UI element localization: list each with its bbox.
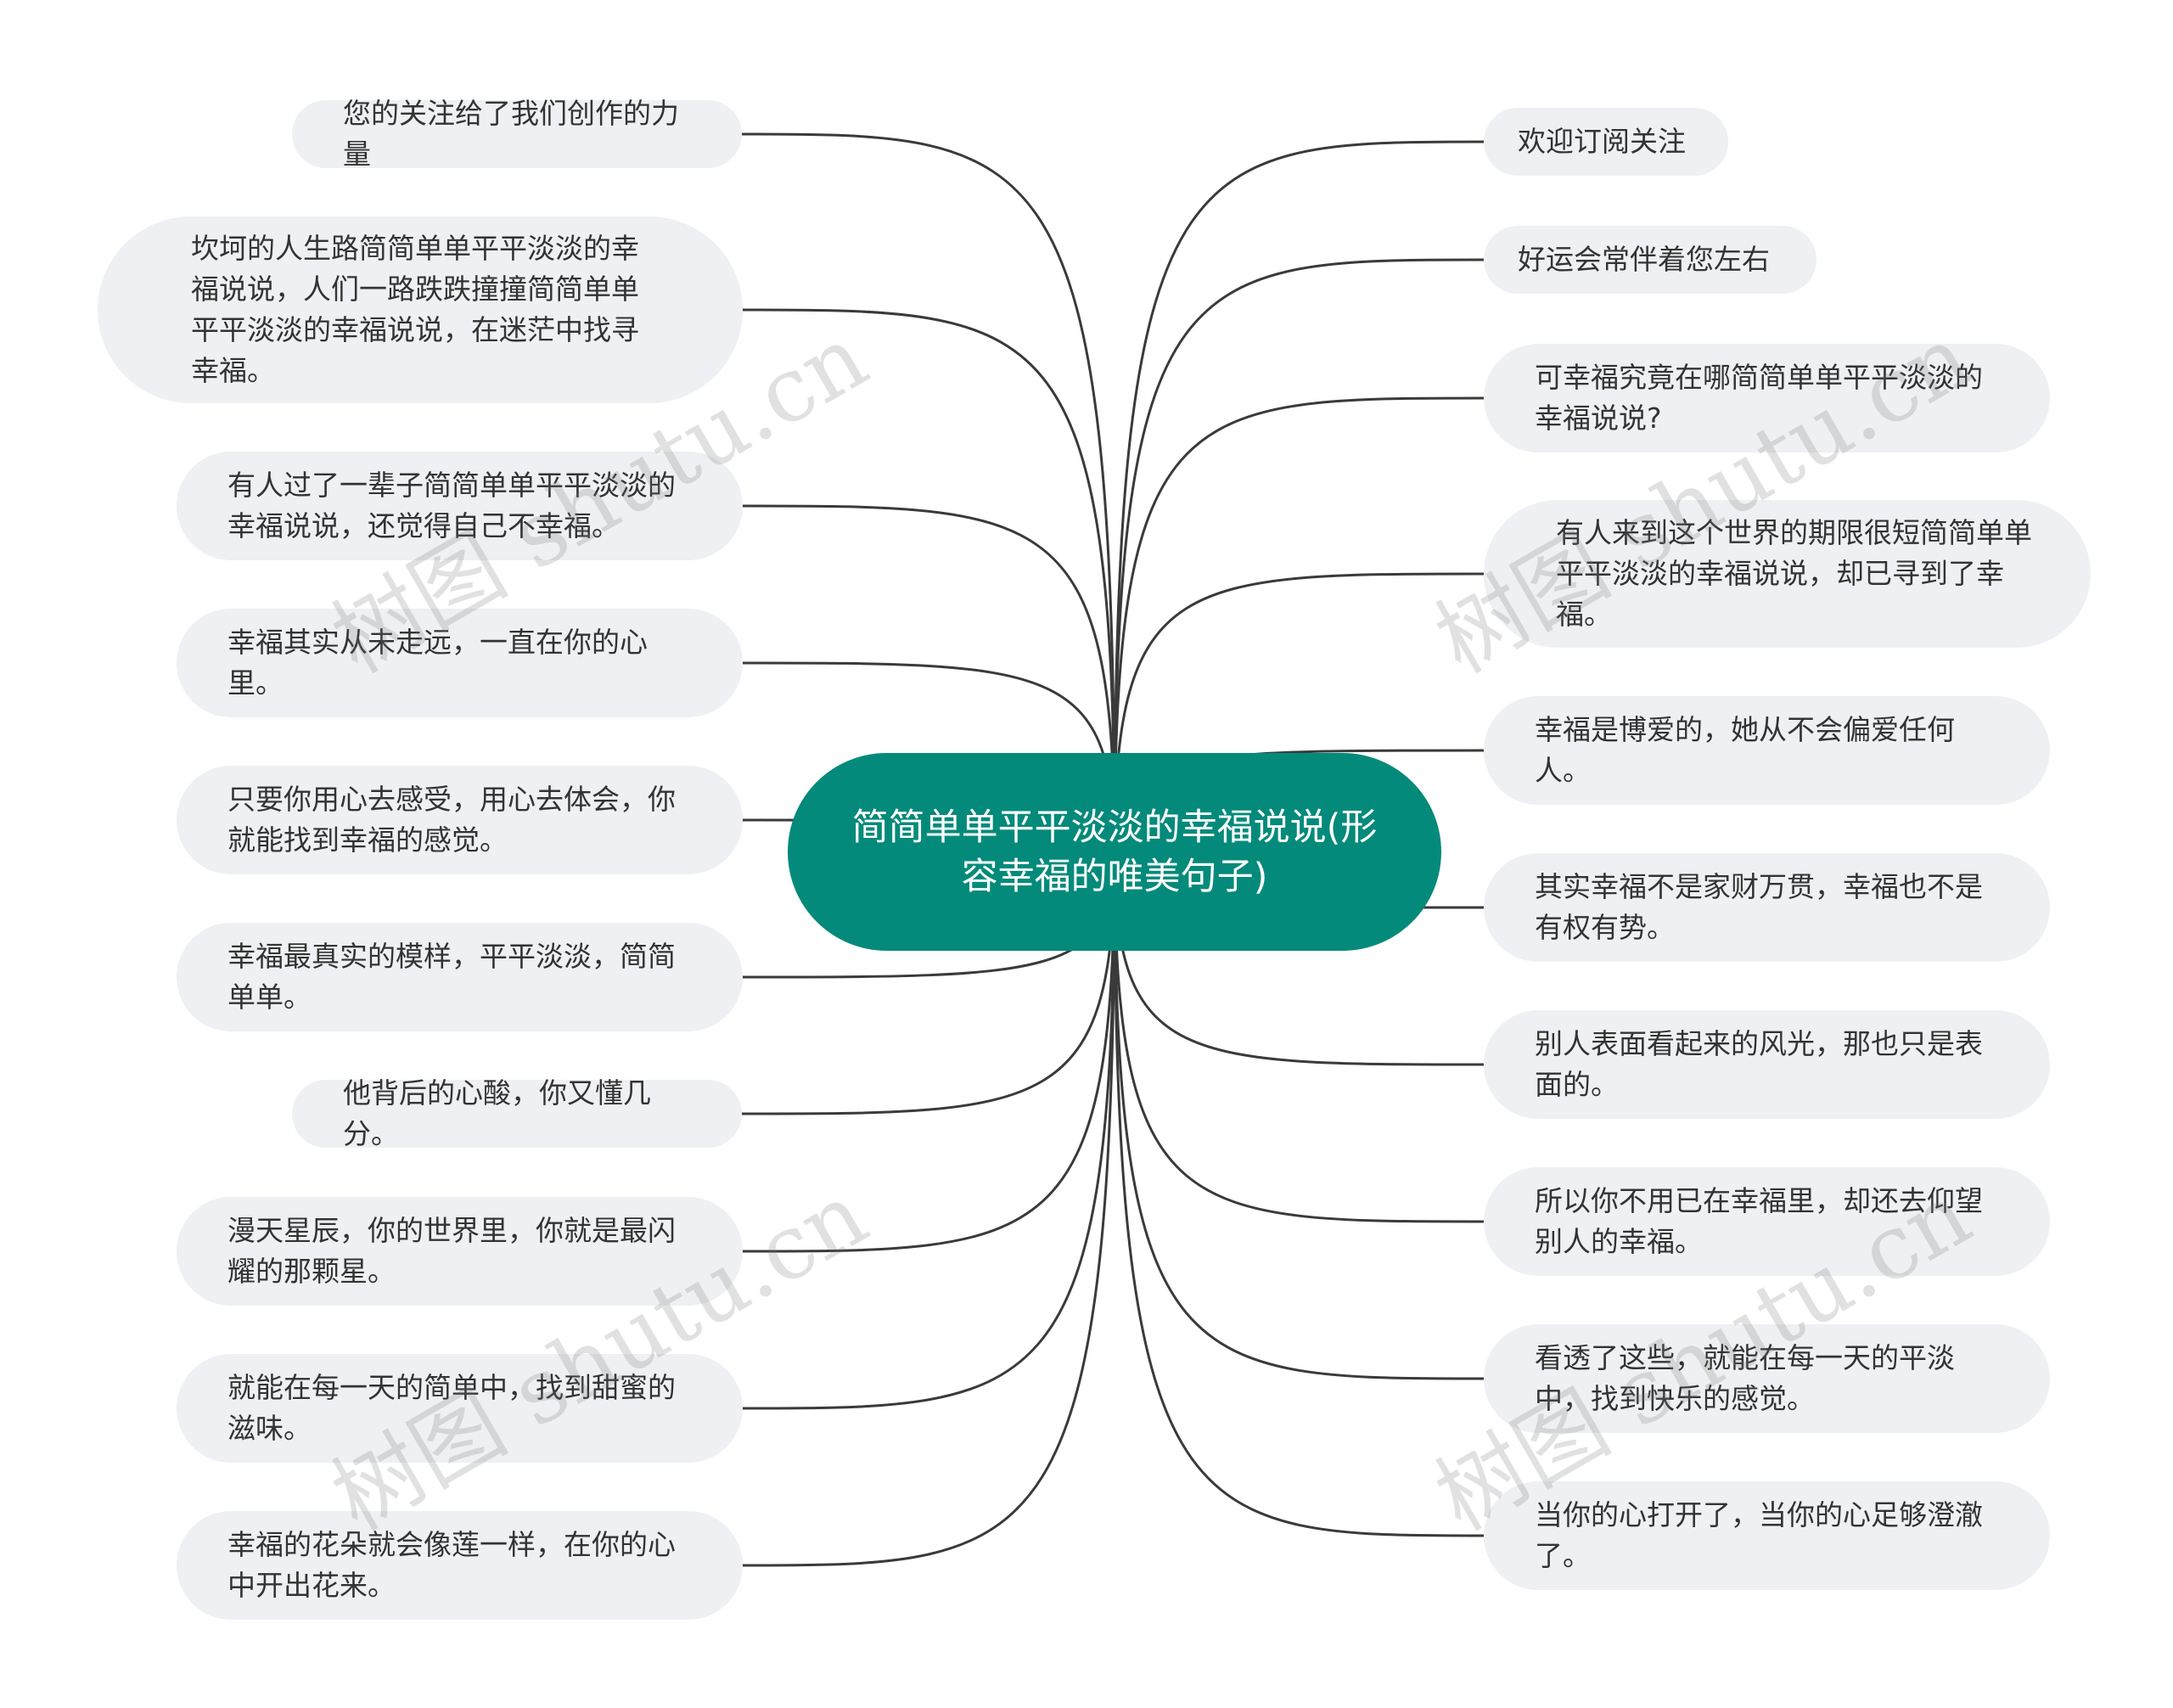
- central-topic[interactable]: 简简单单平平淡淡的幸福说说(形容幸福的唯美句子): [788, 753, 1441, 951]
- left-node-label: 他背后的心酸，你又懂几分。: [343, 1076, 651, 1150]
- left-node-label: 坎坷的人生路简简单单平平淡淡的幸福说说，人们一路跌跌撞撞简简单单平平淡淡的幸福说…: [191, 232, 639, 387]
- connector-line-left: [742, 851, 1116, 1410]
- connector-line-right: [1113, 396, 1485, 852]
- left-node-2[interactable]: 坎坷的人生路简简单单平平淡淡的幸福说说，人们一路跌跌撞撞简简单单平平淡淡的幸福说…: [98, 216, 743, 403]
- right-node-5[interactable]: 幸福是博爱的，她从不会偏爱任何人。: [1484, 696, 2050, 805]
- connector-line-left: [742, 851, 1116, 1567]
- right-node-label: 欢迎订阅关注: [1518, 125, 1686, 158]
- right-node-8[interactable]: 所以你不用已在幸福里，却还去仰望别人的幸福。: [1484, 1167, 2050, 1276]
- left-node-9[interactable]: 就能在每一天的简单中，找到甜蜜的滋味。: [177, 1354, 743, 1463]
- right-node-9[interactable]: 看透了这些，就能在每一天的平淡中，找到快乐的感觉。: [1484, 1324, 2050, 1433]
- left-node-label: 幸福的花朵就会像莲一样，在你的心中开出花来。: [227, 1528, 676, 1602]
- connector-line-left: [742, 851, 1116, 1253]
- left-node-6[interactable]: 幸福最真实的模样，平平淡淡，简简单单。: [177, 923, 743, 1031]
- right-node-label: 所以你不用已在幸福里，却还去仰望别人的幸福。: [1535, 1184, 1983, 1258]
- right-node-3[interactable]: 可幸福究竟在哪简简单单平平淡淡的幸福说说?: [1484, 344, 2050, 452]
- left-node-3[interactable]: 有人过了一辈子简简单单平平淡淡的幸福说说，还觉得自己不幸福。: [177, 452, 743, 560]
- left-node-label: 有人过了一辈子简简单单平平淡淡的幸福说说，还觉得自己不幸福。: [227, 469, 676, 542]
- central-topic-label: 简简单单平平淡淡的幸福说说(形容幸福的唯美句子): [851, 806, 1378, 898]
- connector-line-right: [1113, 851, 1485, 1537]
- right-node-label: 可幸福究竟在哪简简单单平平淡淡的幸福说说?: [1535, 361, 1983, 435]
- connector-line-right: [1113, 258, 1485, 852]
- right-node-1[interactable]: 欢迎订阅关注: [1484, 108, 1728, 176]
- right-node-4[interactable]: 有人来到这个世界的期限很短简简单单平平淡淡的幸福说说，却已寻到了幸福。: [1484, 500, 2091, 648]
- right-node-label: 其实幸福不是家财万贯，幸福也不是有权有势。: [1535, 870, 1983, 944]
- left-node-4[interactable]: 幸福其实从未走远，一直在你的心里。: [177, 609, 743, 717]
- right-node-label: 当你的心打开了，当你的心足够澄澈了。: [1535, 1498, 1983, 1572]
- right-node-label: 别人表面看起来的风光，那也只是表面的。: [1535, 1027, 1983, 1101]
- right-node-label: 有人来到这个世界的期限很短简简单单平平淡淡的幸福说说，却已寻到了幸福。: [1556, 516, 2032, 631]
- left-node-8[interactable]: 漫天星辰，你的世界里，你就是最闪耀的那颗星。: [177, 1197, 743, 1306]
- connector-line-left: [742, 504, 1116, 852]
- left-node-label: 只要你用心去感受，用心去体会，你就能找到幸福的感觉。: [227, 783, 676, 857]
- left-node-7[interactable]: 他背后的心酸，你又懂几分。: [292, 1076, 742, 1150]
- connector-line-right: [1113, 851, 1485, 1223]
- right-node-6[interactable]: 其实幸福不是家财万贯，幸福也不是有权有势。: [1484, 853, 2050, 962]
- left-node-10[interactable]: 幸福的花朵就会像莲一样，在你的心中开出花来。: [177, 1511, 743, 1620]
- connector-line-right: [1113, 140, 1485, 852]
- right-node-label: 幸福是博爱的，她从不会偏爱任何人。: [1535, 713, 1955, 787]
- left-node-label: 您的关注给了我们创作的力量: [343, 97, 679, 171]
- right-node-label: 好运会常伴着您左右: [1518, 243, 1770, 276]
- right-node-2[interactable]: 好运会常伴着您左右: [1484, 226, 1816, 294]
- left-node-1[interactable]: 您的关注给了我们创作的力量: [292, 97, 742, 171]
- connector-line-left: [742, 308, 1116, 852]
- left-node-label: 幸福其实从未走远，一直在你的心里。: [227, 626, 648, 699]
- right-node-label: 看透了这些，就能在每一天的平淡中，找到快乐的感觉。: [1535, 1341, 1955, 1415]
- left-node-5[interactable]: 只要你用心去感受，用心去体会，你就能找到幸福的感觉。: [177, 766, 743, 874]
- right-node-10[interactable]: 当你的心打开了，当你的心足够澄澈了。: [1484, 1481, 2050, 1590]
- connector-line-right: [1113, 851, 1485, 1380]
- left-node-label: 幸福最真实的模样，平平淡淡，简简单单。: [227, 940, 676, 1014]
- left-node-label: 就能在每一天的简单中，找到甜蜜的滋味。: [227, 1371, 676, 1445]
- connector-line-right: [1113, 572, 1485, 852]
- left-node-label: 漫天星辰，你的世界里，你就是最闪耀的那颗星。: [227, 1214, 676, 1288]
- right-node-7[interactable]: 别人表面看起来的风光，那也只是表面的。: [1484, 1010, 2050, 1119]
- connector-line-left: [741, 132, 1116, 852]
